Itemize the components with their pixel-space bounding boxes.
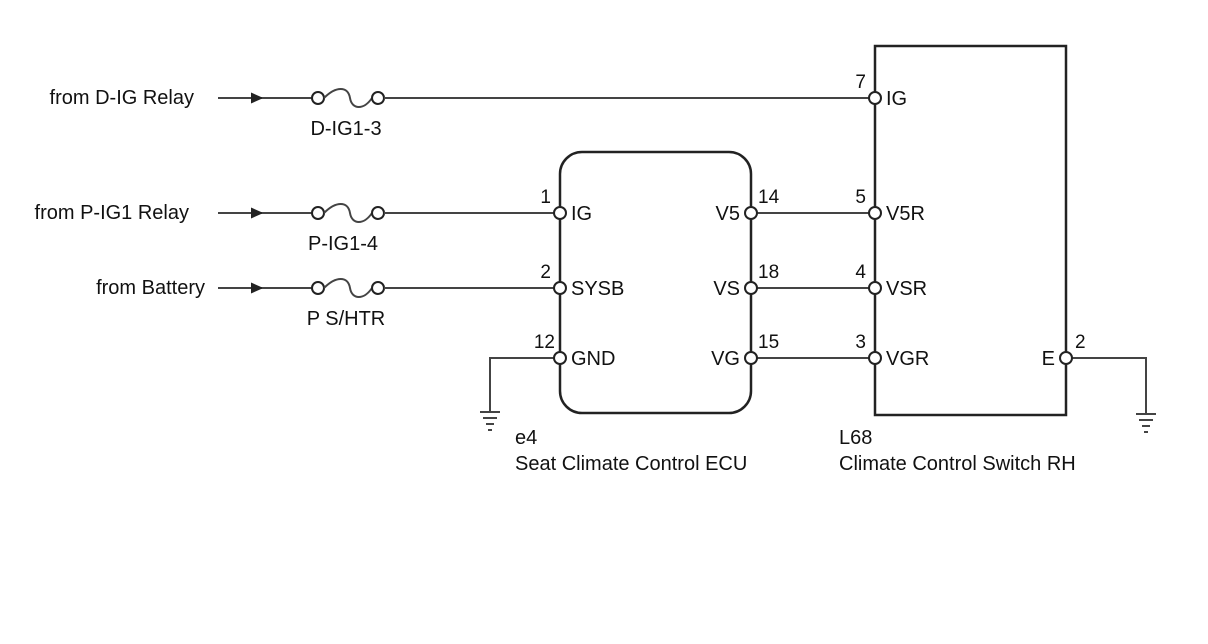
fuse-terminal (311, 206, 325, 220)
circuit-battery: from Battery P S/HTR (96, 277, 554, 330)
source-label-p-ig1: from P-IG1 Relay (35, 202, 189, 224)
pin-name: VSR (886, 278, 927, 300)
pin-number: 1 (540, 187, 551, 208)
pin-terminal (744, 206, 758, 220)
ground-wire (1072, 357, 1147, 414)
pin-name: IG (571, 203, 592, 225)
ecu-pin-v5: 14 V5 (716, 187, 780, 225)
pin-terminal (744, 281, 758, 295)
ecu-pin-sysb: 2 SYSB (540, 262, 624, 300)
ecu-pin-gnd: 12 GND (534, 332, 616, 370)
circuit-d-ig: from D-IG Relay D-IG1-3 (50, 87, 869, 140)
pin-terminal (553, 351, 567, 365)
pin-terminal (553, 281, 567, 295)
switch-name: Climate Control Switch RH (839, 453, 1076, 475)
pin-number: 7 (855, 72, 866, 93)
ecu-name: Seat Climate Control ECU (515, 453, 747, 475)
fuse-element-icon (323, 278, 373, 298)
ecu-ground (480, 357, 554, 431)
pin-name: E (1042, 348, 1055, 370)
switch-pin-vgr: 3 VGR (855, 332, 929, 370)
pin-name: VS (713, 278, 740, 300)
fuse-terminal (371, 281, 385, 295)
ecu-pin-vg: 15 VG (711, 332, 779, 370)
pin-name: VG (711, 348, 740, 370)
fuse-terminal (371, 91, 385, 105)
fuse-terminal (311, 281, 325, 295)
pin-name: VGR (886, 348, 929, 370)
switch-code: L68 (839, 427, 872, 449)
pin-terminal (553, 206, 567, 220)
switch-pin-ig: 7 IG (855, 72, 907, 110)
pin-terminal (1059, 351, 1073, 365)
fuse-terminal (311, 91, 325, 105)
pin-terminal (744, 351, 758, 365)
pin-number: 2 (1075, 332, 1086, 353)
fuse-label-p-s-htr: P S/HTR (307, 308, 386, 330)
pin-name: GND (571, 348, 615, 370)
ecu-pin-ig: 1 IG (540, 187, 592, 225)
fuse-label-d-ig1-3: D-IG1-3 (310, 118, 381, 140)
ecu-pin-vs: 18 VS (713, 262, 779, 300)
pin-name: V5 (716, 203, 740, 225)
source-label-d-ig: from D-IG Relay (50, 87, 194, 109)
ground-symbol-icon (480, 411, 500, 431)
pin-number: 14 (758, 187, 780, 208)
ground-symbol-icon (1136, 413, 1156, 433)
switch-pin-e: 2 E (1042, 332, 1086, 370)
pin-name: IG (886, 88, 907, 110)
pin-number: 5 (855, 187, 866, 208)
switch-ground (1072, 357, 1156, 433)
circuit-p-ig1: from P-IG1 Relay P-IG1-4 (35, 202, 554, 255)
pin-number: 4 (855, 262, 866, 283)
switch-body (873, 44, 1068, 417)
pin-number: 15 (758, 332, 779, 353)
ground-wire (489, 357, 554, 412)
switch-pin-v5r: 5 V5R (855, 187, 924, 225)
ecu-code: e4 (515, 427, 537, 449)
pin-terminal (868, 351, 882, 365)
pin-terminal (868, 206, 882, 220)
pin-name: V5R (886, 203, 925, 225)
fuse-label-p-ig1-4: P-IG1-4 (308, 233, 378, 255)
source-label-battery: from Battery (96, 277, 205, 299)
pin-number: 12 (534, 332, 555, 353)
pin-number: 2 (540, 262, 551, 283)
pin-name: SYSB (571, 278, 624, 300)
fuse-element-icon (323, 203, 373, 223)
pin-number: 3 (855, 332, 866, 353)
pin-number: 18 (758, 262, 779, 283)
fuse-element-icon (323, 88, 373, 108)
pin-terminal (868, 281, 882, 295)
pin-terminal (868, 91, 882, 105)
switch-pin-vsr: 4 VSR (855, 262, 927, 300)
fuse-terminal (371, 206, 385, 220)
